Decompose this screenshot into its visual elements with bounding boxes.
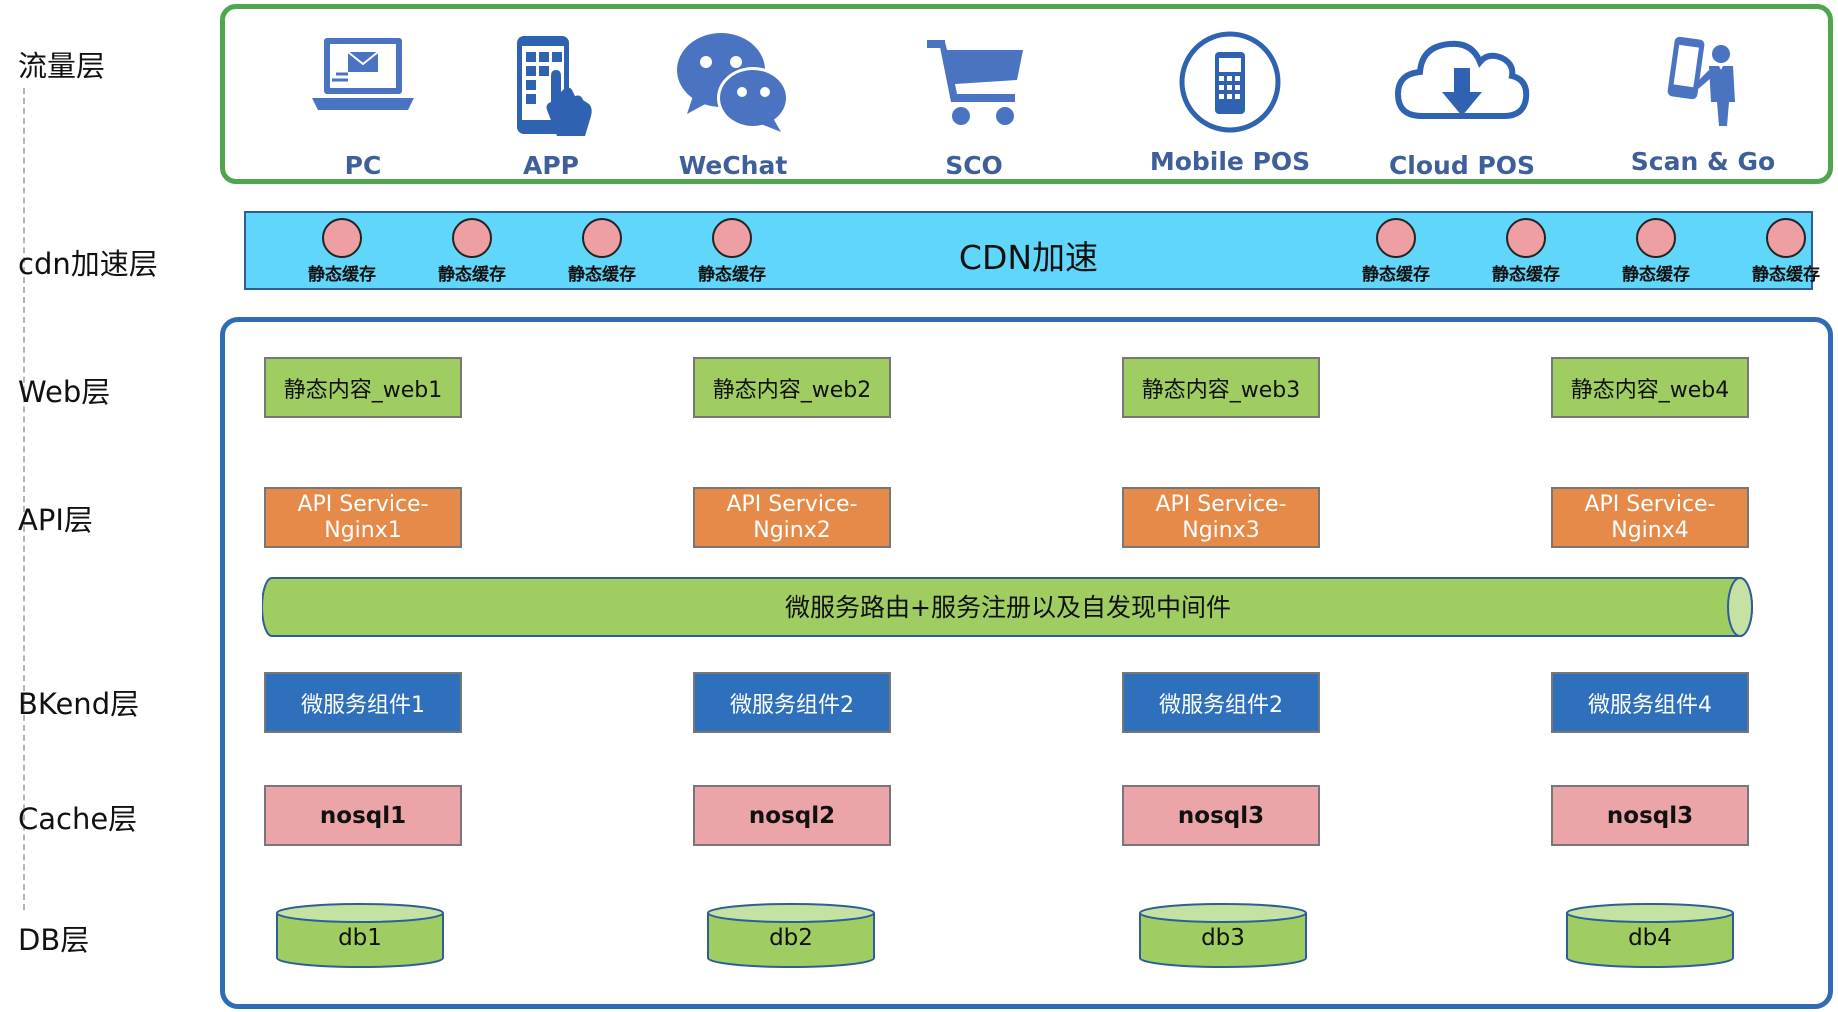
layer-label-web: Web层: [18, 375, 111, 409]
static-cache-node: 静态缓存: [1601, 218, 1711, 285]
client-mobile-pos: Mobile POS: [1135, 30, 1325, 180]
layer-label-traffic: 流量层: [18, 49, 106, 83]
static-cache-label: 静态缓存: [1752, 265, 1820, 285]
database-cylinder: db4: [1565, 903, 1735, 968]
static-cache-circle: [712, 218, 752, 258]
nosql-node: nosql1: [264, 785, 462, 846]
database-cylinder: db2: [706, 903, 876, 968]
wechat-icon: [677, 33, 789, 132]
static-cache-circle: [1376, 218, 1416, 258]
static-cache-label: 静态缓存: [698, 265, 766, 285]
static-cache-label: 静态缓存: [1622, 265, 1690, 285]
web-node: 静态内容_web3: [1122, 357, 1320, 418]
static-cache-node: 静态缓存: [287, 218, 397, 285]
api-node-line1: API Service-: [297, 491, 429, 517]
client-label: WeChat: [678, 151, 788, 180]
client-label: Mobile POS: [1149, 147, 1311, 176]
cart-icon: [927, 40, 1023, 125]
layer-label-cache: Cache层: [18, 802, 138, 836]
static-cache-circle: [1506, 218, 1546, 258]
layer-label-backend: BKend层: [18, 687, 140, 721]
api-node-line1: API Service-: [1155, 491, 1287, 517]
microservice-component: 微服务组件2: [1122, 672, 1320, 733]
cdn-title: CDN加速: [958, 238, 1099, 277]
layer-label-api: API层: [18, 503, 93, 537]
cloud-download-icon: [1394, 40, 1530, 119]
nosql-node: nosql3: [1551, 785, 1749, 846]
layer-label-cdn: cdn加速层: [18, 247, 158, 281]
static-cache-node: 静态缓存: [417, 218, 527, 285]
database-label: db1: [338, 925, 382, 951]
nosql-node: nosql3: [1122, 785, 1320, 846]
client-label: SCO: [945, 151, 1003, 180]
api-node-line2: Nginx3: [1182, 517, 1260, 543]
static-cache-node: 静态缓存: [547, 218, 657, 285]
scan-person-icon: [1667, 36, 1735, 126]
database-cylinder: db1: [275, 903, 445, 968]
client-wechat: WeChat: [638, 30, 828, 180]
web-node: 静态内容_web4: [1551, 357, 1749, 418]
microservice-component: 微服务组件1: [264, 672, 462, 733]
static-cache-label: 静态缓存: [568, 265, 636, 285]
api-node-line1: API Service-: [1584, 491, 1716, 517]
static-cache-node: 静态缓存: [677, 218, 787, 285]
client-app: APP: [456, 30, 646, 180]
client-label: PC: [344, 151, 382, 180]
static-cache-node: 静态缓存: [1471, 218, 1581, 285]
static-cache-circle: [322, 218, 362, 258]
static-cache-label: 静态缓存: [438, 265, 506, 285]
client-sco: SCO: [879, 30, 1069, 180]
web-node: 静态内容_web2: [693, 357, 891, 418]
static-cache-node: 静态缓存: [1731, 218, 1838, 285]
client-scan-and-go: Scan & Go: [1608, 30, 1798, 180]
laptop-icon: [312, 38, 414, 110]
api-node: API Service-Nginx4: [1551, 487, 1749, 548]
static-cache-label: 静态缓存: [308, 265, 376, 285]
static-cache-label: 静态缓存: [1362, 265, 1430, 285]
api-node-line2: Nginx2: [753, 517, 831, 543]
database-cylinder: db3: [1138, 903, 1308, 968]
layer-axis-dashed-line: [23, 88, 25, 910]
api-node: API Service-Nginx3: [1122, 487, 1320, 548]
database-label: db4: [1628, 925, 1672, 951]
microservice-component: 微服务组件2: [693, 672, 891, 733]
database-label: db3: [1201, 925, 1245, 951]
pos-terminal-icon: [1179, 31, 1281, 133]
microservice-component: 微服务组件4: [1551, 672, 1749, 733]
cdn-acceleration-bar: CDN加速 静态缓存 静态缓存 静态缓存 静态缓存 静态缓存 静态缓存 静态缓存…: [244, 211, 1820, 290]
api-node-line2: Nginx4: [1611, 517, 1689, 543]
static-cache-circle: [452, 218, 492, 258]
client-pc: PC: [268, 30, 458, 180]
static-cache-circle: [1636, 218, 1676, 258]
static-cache-circle: [582, 218, 622, 258]
api-node: API Service-Nginx1: [264, 487, 462, 548]
nosql-node: nosql2: [693, 785, 891, 846]
microservice-bus-label: 微服务路由+服务注册以及自发现中间件: [785, 593, 1231, 622]
client-label: APP: [523, 151, 579, 180]
database-label: db2: [769, 925, 813, 951]
client-cloud-pos: Cloud POS: [1367, 30, 1557, 180]
api-node-line2: Nginx1: [324, 517, 402, 543]
api-node: API Service-Nginx2: [693, 487, 891, 548]
client-label: Cloud POS: [1388, 151, 1536, 180]
api-node-line1: API Service-: [726, 491, 858, 517]
web-node: 静态内容_web1: [264, 357, 462, 418]
traffic-layer-box: [220, 4, 1833, 184]
static-cache-node: 静态缓存: [1341, 218, 1451, 285]
client-label: Scan & Go: [1630, 147, 1776, 176]
static-cache-label: 静态缓存: [1492, 265, 1560, 285]
service-layers-box: [220, 317, 1833, 1009]
layer-label-db: DB层: [18, 923, 90, 957]
static-cache-circle: [1766, 218, 1806, 258]
phone-touch-icon: [517, 36, 592, 136]
microservice-bus-pipe: 微服务路由+服务注册以及自发现中间件: [261, 577, 1754, 637]
